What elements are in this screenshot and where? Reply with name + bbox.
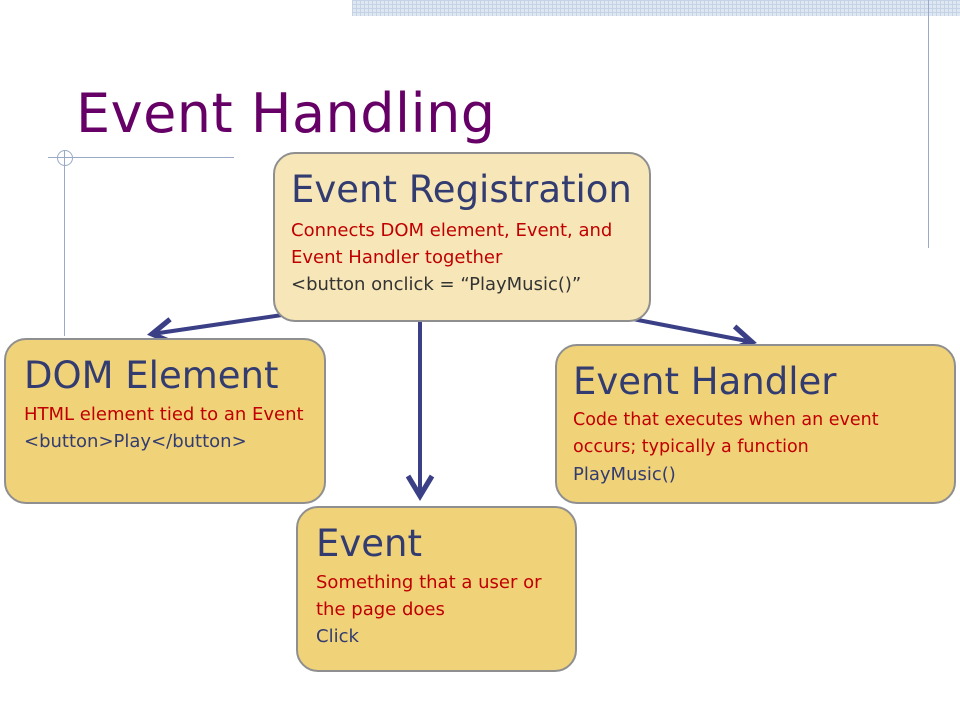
dom-element-description: HTML element tied to an Event	[24, 403, 304, 425]
event-heading: Event	[316, 522, 422, 565]
deco-vertical-line-right	[928, 0, 929, 248]
deco-horizontal-line	[48, 157, 234, 158]
event-handler-box: Event Handler Code that executes when an…	[555, 344, 956, 504]
top-pattern-band	[352, 0, 960, 16]
event-registration-description: Connects DOM element, Event, and Event H…	[291, 219, 613, 268]
deco-circle	[57, 150, 73, 166]
event-box: Event Something that a user or the page …	[296, 506, 577, 672]
deco-vertical-line-left	[64, 150, 65, 336]
event-description: Something that a user or the page does	[316, 571, 542, 620]
event-handler-description: Code that executes when an event occurs;…	[573, 409, 879, 457]
dom-element-heading: DOM Element	[24, 354, 279, 397]
event-example: Click	[316, 625, 359, 647]
event-registration-example: <button onclick = “PlayMusic()”	[291, 273, 582, 295]
page-title: Event Handling	[76, 82, 496, 145]
event-registration-box: Event Registration Connects DOM element,…	[273, 152, 651, 322]
event-handler-heading: Event Handler	[573, 360, 837, 403]
event-handler-example: PlayMusic()	[573, 463, 676, 485]
dom-element-example: <button>Play</button>	[24, 430, 247, 452]
event-registration-heading: Event Registration	[291, 168, 632, 211]
dom-element-box: DOM Element HTML element tied to an Even…	[4, 338, 326, 504]
